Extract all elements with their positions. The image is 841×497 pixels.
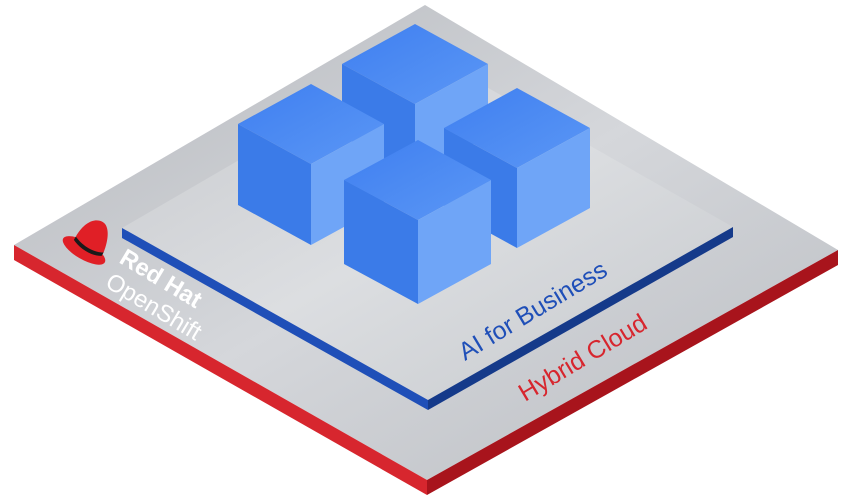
inner-platform-left-edge — [122, 228, 428, 410]
cube-back — [342, 24, 488, 176]
cube-front — [344, 140, 491, 304]
outer-platform-left-edge — [14, 245, 427, 495]
outer-platform-right-edge — [427, 250, 838, 495]
red-hat-fedora-icon — [62, 220, 108, 265]
inner-platform-right-edge — [428, 227, 733, 410]
cube-group — [238, 24, 590, 304]
